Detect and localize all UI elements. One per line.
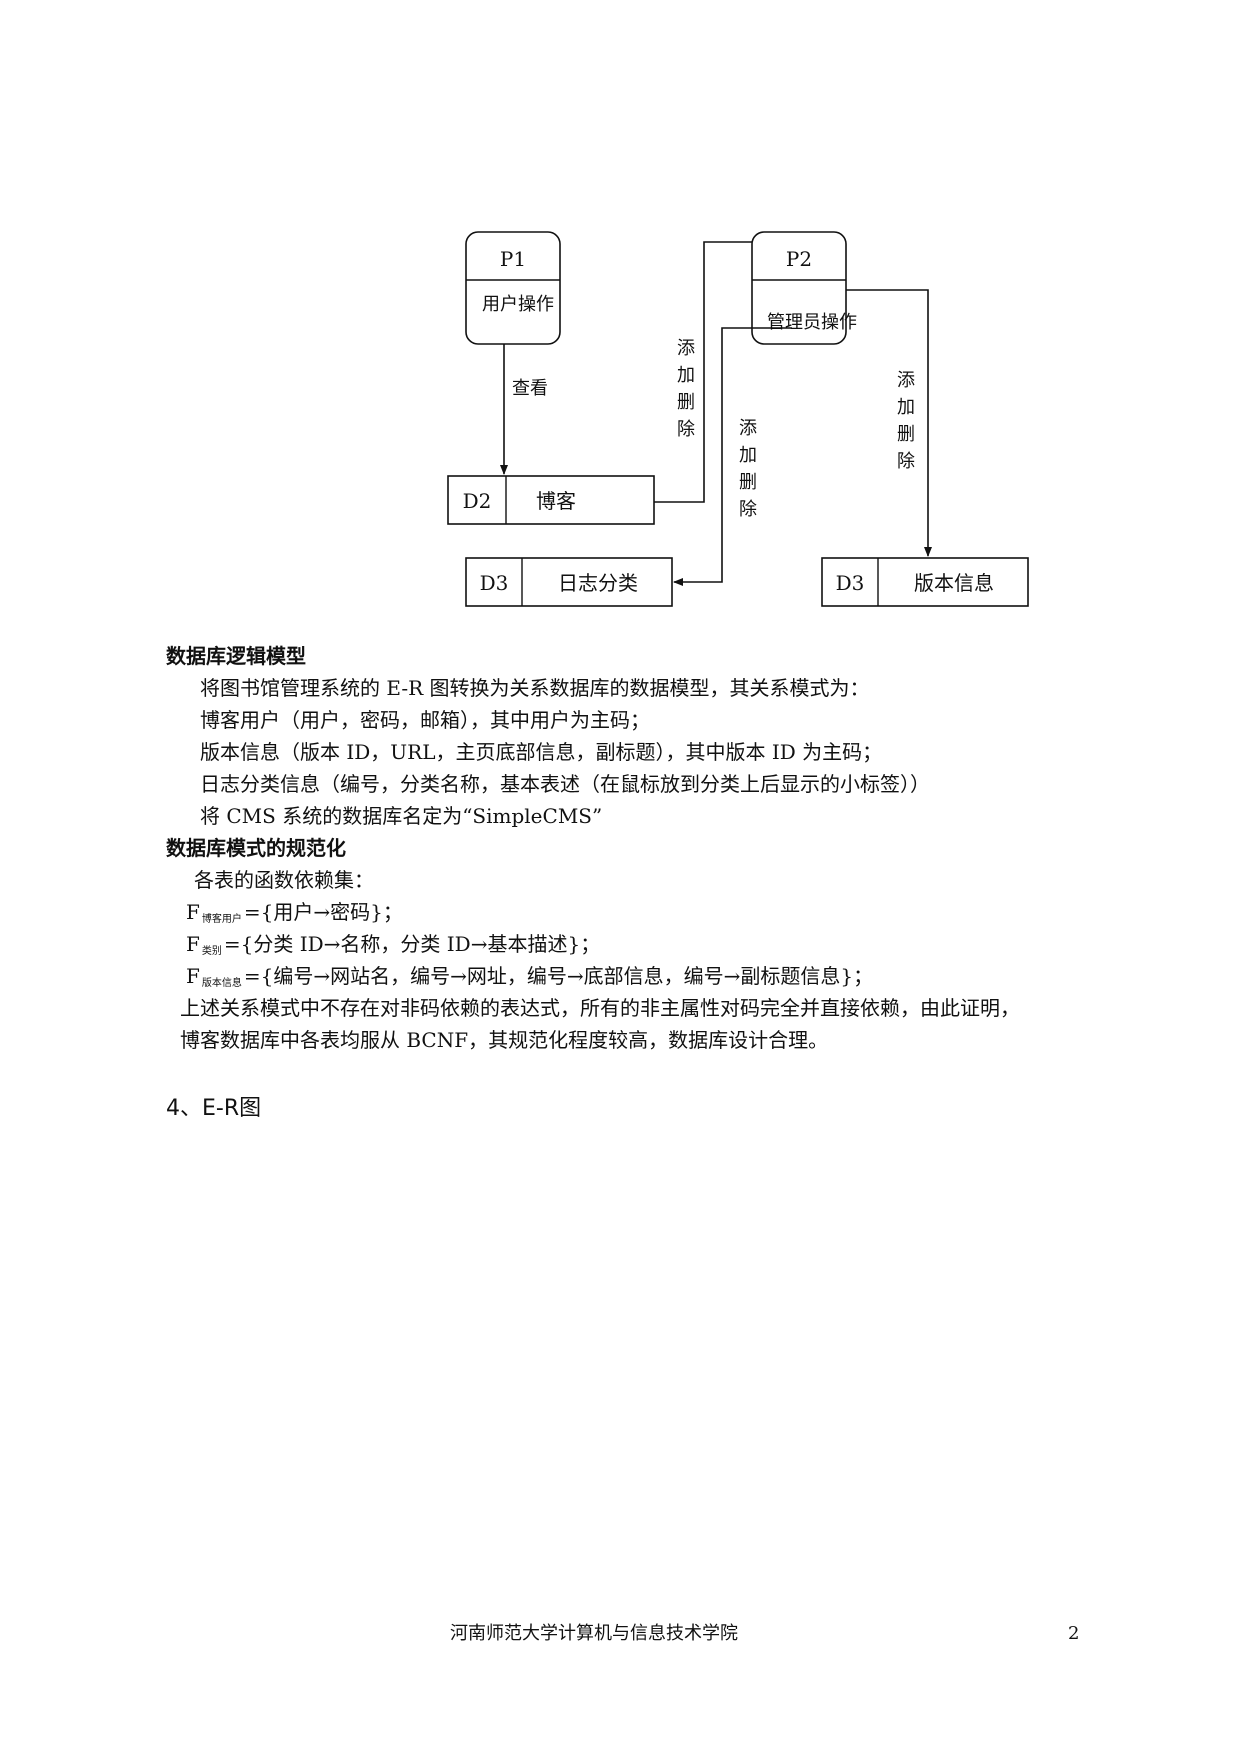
svg-text:添: 添 xyxy=(677,338,695,359)
svg-text:删: 删 xyxy=(677,392,695,413)
heading-er-diagram: 4、E-R图 xyxy=(166,1096,262,1121)
store-d3-version-name: 版本信息 xyxy=(914,571,994,595)
data-flow-diagram: P1 用户操作 P2 管理员操作 D2 博客 D3 日志分类 D3 版本信息 查… xyxy=(447,231,1029,607)
process-p1: P1 用户操作 xyxy=(465,231,561,345)
flow-p2-to-d3-category xyxy=(673,327,792,586)
store-d3-category: D3 日志分类 xyxy=(465,557,673,607)
svg-text:加: 加 xyxy=(739,445,757,466)
process-p2-id: P2 xyxy=(786,247,812,271)
footer-institution: 河南师范大学计算机与信息技术学院 xyxy=(450,1623,738,1644)
store-d2: D2 博客 xyxy=(447,475,655,525)
normalization-conclusion-line-2: 博客数据库中各表均服从 BCNF，其规范化程度较高，数据库设计合理。 xyxy=(180,1028,829,1052)
logical-model-line-2: 博客用户（用户，密码，邮箱），其中用户为主码； xyxy=(200,708,650,732)
store-d3-version-id: D3 xyxy=(836,571,865,595)
logical-model-line-4: 日志分类信息（编号，分类名称，基本表述（在鼠标放到分类上后显示的小标签）） xyxy=(200,772,930,796)
process-p1-name: 用户操作 xyxy=(482,294,554,315)
store-d2-name: 博客 xyxy=(536,489,576,513)
logical-model-line-1: 将图书馆管理系统的 E-R 图转换为关系数据库的数据模型，其关系模式为： xyxy=(200,676,870,700)
flow-add-delete-label-3: 添 加 删 除 xyxy=(897,370,915,472)
flow-add-delete-label-1: 添 加 删 除 xyxy=(677,338,695,440)
footer-page-number: 2 xyxy=(1068,1623,1080,1644)
svg-text:除: 除 xyxy=(677,419,695,440)
svg-text:除: 除 xyxy=(897,451,915,472)
normalization-intro: 各表的函数依赖集： xyxy=(194,868,374,892)
svg-text:删: 删 xyxy=(739,472,757,493)
normalization-conclusion-line-1: 上述关系模式中不存在对非码依赖的表达式，所有的非主属性对码完全并直接依赖，由此证… xyxy=(180,996,1020,1020)
flow-add-delete-label-2: 添 加 删 除 xyxy=(739,418,757,520)
svg-text:除: 除 xyxy=(739,499,757,520)
store-d3-category-id: D3 xyxy=(480,571,509,595)
store-d3-category-name: 日志分类 xyxy=(558,571,638,595)
logical-model-line-5: 将 CMS 系统的数据库名定为“SimpleCMS” xyxy=(200,804,603,828)
heading-logical-model: 数据库逻辑模型 xyxy=(166,644,306,668)
svg-text:加: 加 xyxy=(677,365,695,386)
logical-model-line-3: 版本信息（版本 ID，URL，主页底部信息，副标题），其中版本 ID 为主码； xyxy=(200,740,883,764)
svg-text:添: 添 xyxy=(897,370,915,391)
svg-text:添: 添 xyxy=(739,418,757,439)
process-p1-id: P1 xyxy=(500,247,526,271)
store-d3-version: D3 版本信息 xyxy=(821,557,1029,607)
process-p2-name: 管理员操作 xyxy=(767,312,857,333)
svg-text:加: 加 xyxy=(897,397,915,418)
store-d2-id: D2 xyxy=(463,489,492,513)
flow-view-label: 查看 xyxy=(512,378,548,399)
flow-d2-to-p2 xyxy=(654,241,752,503)
heading-normalization: 数据库模式的规范化 xyxy=(166,836,346,860)
svg-text:删: 删 xyxy=(897,424,915,445)
flow-p2-to-d3-version xyxy=(846,289,932,557)
